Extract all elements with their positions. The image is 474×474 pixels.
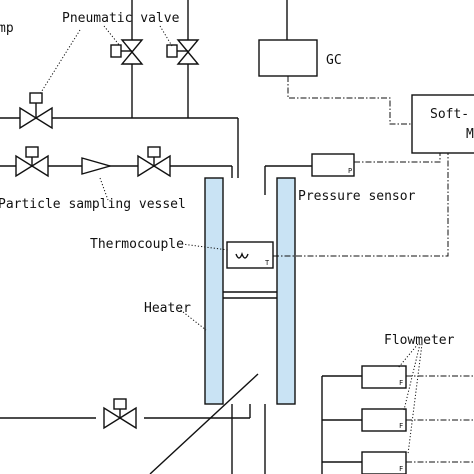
gc-unit [258,0,412,125]
return-lines [0,404,251,474]
reactor [204,165,312,405]
horizontal-valve-2 [15,146,49,178]
pressure-sensor-unit [311,153,441,177]
flowmeter-3-mark: F [399,465,403,473]
pneumatic-valve-label: Pneumatic valve [62,11,180,26]
heater-right-wall [276,177,296,405]
gc-label: GC [326,53,342,68]
pressure-sensor-label: Pressure sensor [298,189,416,204]
thermocouple-signal [273,153,449,257]
thermocouple-mark: T [265,259,270,267]
pneumatic-valve-1 [110,39,144,65]
pneumatic-valve-2 [166,39,200,65]
flowmeter-3 [361,451,407,474]
heater-label: Heater [144,301,191,316]
particle-sampling-vessel-label: Particle sampling vessel [0,197,186,212]
software-box [411,94,474,154]
flowmeter-manifold [264,365,474,474]
horizontal-valve-3 [137,146,171,178]
flowmeter-1-mark: F [399,379,403,387]
horizontal-valve-1 [19,92,53,130]
leader-lines [39,25,423,474]
flowmeter-2-mark: F [399,422,403,430]
flowmeter-label: Flowmeter [384,333,455,348]
heater-left-wall [204,177,224,405]
horizontal-valve-4 [103,398,137,430]
thermocouple-label: Thermocouple [90,237,184,252]
flowmeter-1 [361,365,407,389]
m-label: M [466,127,474,142]
pressure-mark: P [348,167,352,175]
particle-sampling-vessel [81,157,113,175]
soft-label: Soft- [430,107,469,122]
thermocouple-unit [226,241,274,269]
pump-label: mp [0,21,14,36]
